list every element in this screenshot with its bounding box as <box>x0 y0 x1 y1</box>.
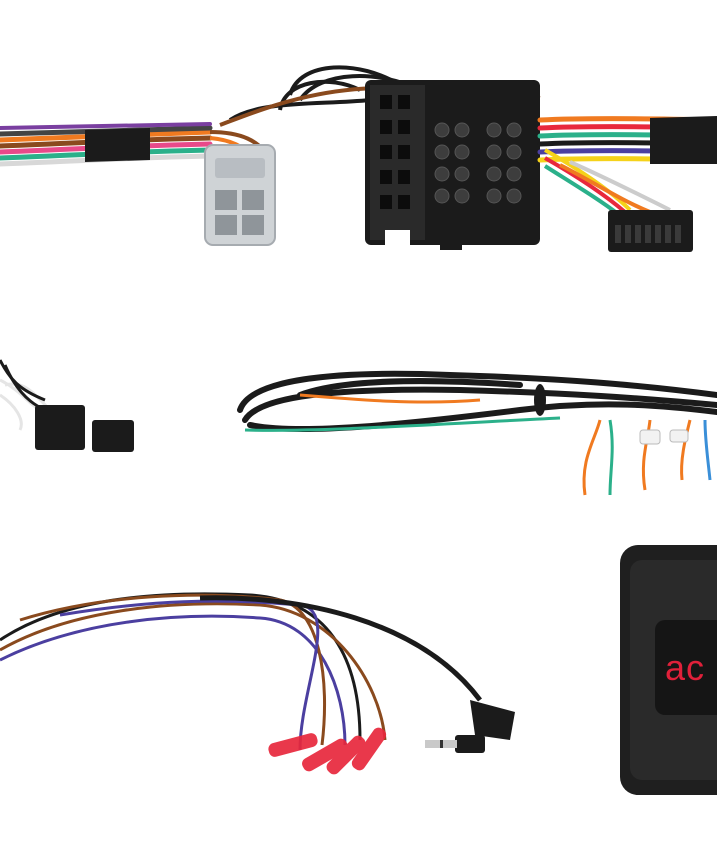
control-module: ac <box>620 545 717 795</box>
audio-jack-plug <box>425 700 515 753</box>
small-ribbon-connector <box>608 210 693 252</box>
module-logo-text: ac <box>665 647 705 688</box>
steering-wire-leads <box>0 592 515 775</box>
grey-plug-connector <box>204 144 276 246</box>
iso-connector <box>365 80 540 250</box>
mini-plug-harness <box>0 359 134 452</box>
main-wiring-harness <box>0 65 717 252</box>
braided-harness <box>237 370 717 496</box>
